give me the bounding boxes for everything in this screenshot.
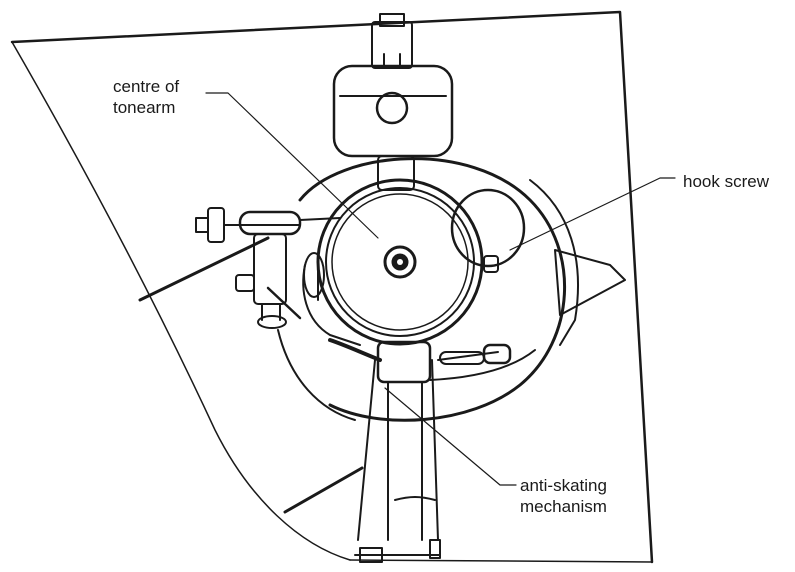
side-plate xyxy=(302,252,361,346)
counterweight xyxy=(332,13,454,191)
label-centre-of-tonearm: centre of tonearm xyxy=(113,76,179,118)
tonearm-tube xyxy=(354,340,441,563)
label-centre-line2: tonearm xyxy=(113,98,176,117)
arm-lift xyxy=(195,207,341,329)
anti-skating-parts xyxy=(328,338,536,381)
label-centre-line1: centre of xyxy=(113,77,180,96)
label-hook-screw: hook screw xyxy=(683,172,769,191)
base-plate xyxy=(10,10,654,564)
leader-lines xyxy=(205,92,676,486)
hook-screw-assembly xyxy=(450,188,526,273)
label-anti-line2: mechanism xyxy=(520,497,607,516)
label-anti-skating-mechanism: anti-skating mechanism xyxy=(520,475,607,517)
label-anti-line1: anti-skating xyxy=(520,476,607,495)
arm-base-ring xyxy=(277,157,626,422)
leader-hook xyxy=(509,177,676,251)
leader-anti xyxy=(384,387,517,486)
leader-centre xyxy=(205,92,379,239)
